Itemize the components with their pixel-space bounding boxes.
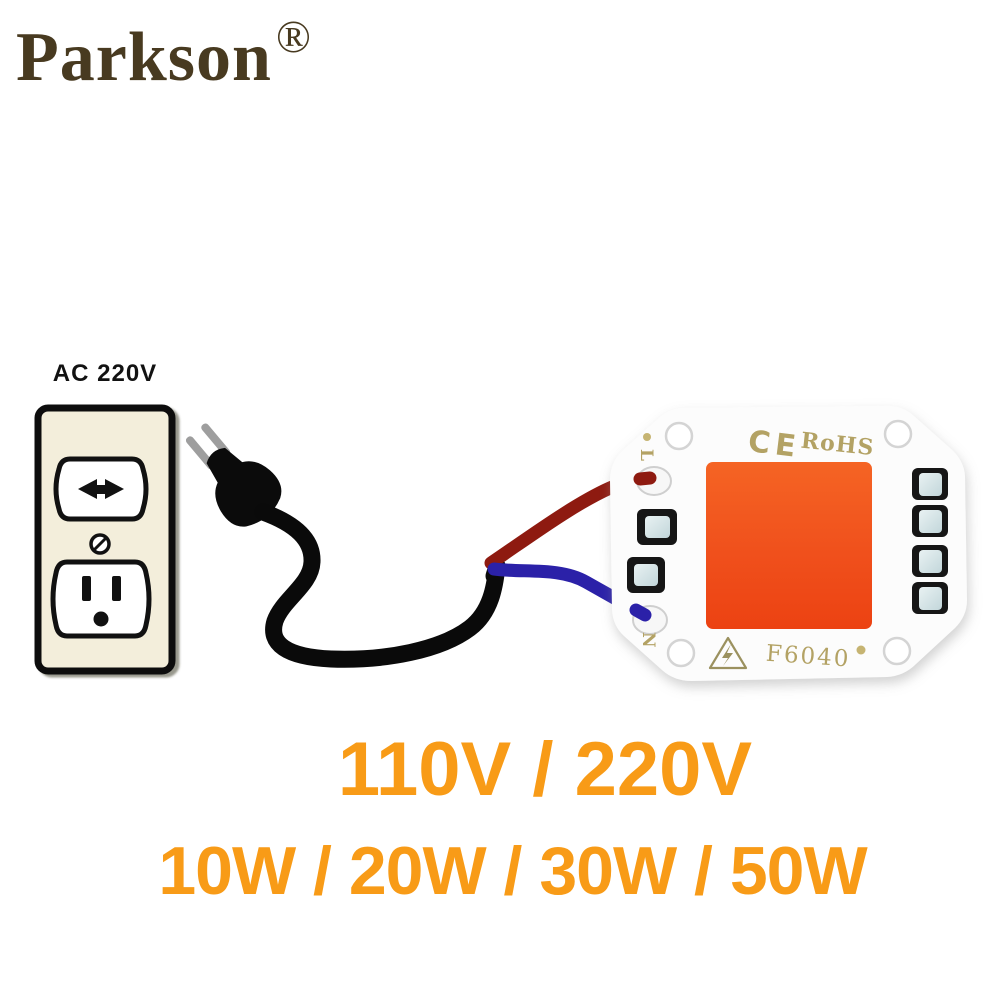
warning-triangle-icon <box>708 636 748 670</box>
smd-component <box>637 509 677 545</box>
chip-model-label: F6040 <box>765 641 851 673</box>
smd-component <box>912 582 948 614</box>
voltage-options-text: 110V / 220V <box>337 727 753 812</box>
smd-component <box>912 505 948 537</box>
chip-index-dot <box>856 645 866 655</box>
power-outlet <box>34 404 176 675</box>
outlet-socket-top <box>53 456 149 522</box>
brand-logo: Parkson® <box>16 10 311 96</box>
smd-component <box>627 557 665 593</box>
socket-slot-right <box>105 479 124 499</box>
smd-component <box>912 545 948 577</box>
smd-component <box>912 468 948 500</box>
mounting-hole <box>666 638 696 668</box>
outlet-screw <box>89 533 111 555</box>
mounting-hole <box>883 419 913 449</box>
led-cob-chip: L N CE RoHS F6040 <box>610 405 967 681</box>
live-wire-tip <box>633 471 657 486</box>
socket-slot-left <box>82 576 91 601</box>
socket-slot-right <box>112 576 121 601</box>
terminal-n-label: N <box>638 632 658 648</box>
power-plug <box>185 423 506 668</box>
wattage-options-text: 10W / 20W / 30W / 50W <box>158 833 867 909</box>
neutral-wire-tip <box>629 603 652 622</box>
chip-index-dot <box>643 433 651 441</box>
brand-name-text: Parkson <box>16 19 272 96</box>
ce-mark: CE <box>746 424 802 465</box>
outlet-voltage-label: AC 220V <box>52 360 158 387</box>
mounting-hole <box>882 636 912 666</box>
cob-emitter-area <box>706 462 872 629</box>
socket-ground-hole <box>93 611 109 627</box>
socket-slot-left <box>78 479 97 499</box>
outlet-socket-bottom <box>50 559 152 639</box>
mounting-hole <box>664 421 694 451</box>
terminal-l-label: L <box>636 449 656 461</box>
registered-trademark-icon: ® <box>275 11 311 62</box>
power-cord <box>254 503 506 668</box>
